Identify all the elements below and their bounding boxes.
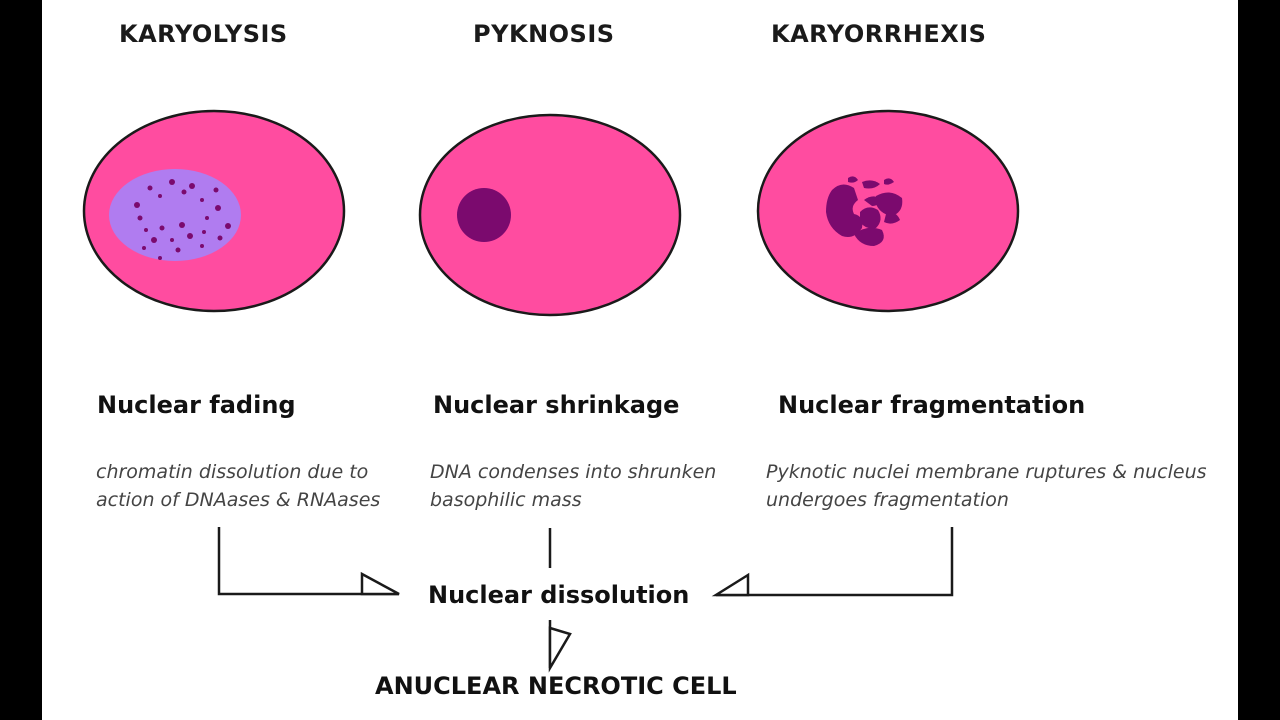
nucleus-fragment	[884, 212, 900, 224]
heading-nuclear-fragmentation: Nuclear fragmentation	[778, 391, 1086, 419]
desc-line: Pyknotic nuclei membrane ruptures & nucl…	[766, 461, 1207, 483]
nucleus-fragment	[884, 178, 894, 185]
connector-right	[716, 527, 954, 597]
fragmented-nucleus	[826, 176, 903, 246]
arrowhead-left	[360, 571, 400, 596]
chromatin-specks	[134, 179, 231, 260]
chromatin-speck	[179, 222, 185, 228]
nucleus-fragment	[876, 192, 903, 216]
nucleus-fragment	[860, 207, 881, 229]
desc-line: chromatin dissolution due to	[96, 461, 369, 483]
nucleus-fragment	[854, 227, 884, 246]
chromatin-speck	[158, 194, 162, 198]
title-karyolysis: KARYOLYSIS	[119, 20, 288, 48]
title-karyorrhexis: KARYORRHEXIS	[771, 20, 987, 48]
chromatin-speck	[215, 205, 221, 211]
chromatin-speck	[147, 185, 153, 191]
chromatin-speck	[200, 244, 204, 248]
connector-left	[217, 527, 399, 596]
chromatin-speck	[202, 230, 206, 234]
nucleus-fragment	[848, 176, 858, 183]
chromatin-speck	[159, 225, 165, 231]
desc-karyorrhexis: Pyknotic nuclei membrane ruptures & nucl…	[766, 458, 1226, 514]
title-pyknosis: PYKNOSIS	[473, 20, 615, 48]
desc-line: undergoes fragmentation	[766, 489, 1009, 511]
heading-nuclear-shrinkage: Nuclear shrinkage	[433, 391, 680, 419]
chromatin-speck	[189, 183, 195, 189]
diagram-graphics	[82, 109, 1020, 673]
chromatin-speck	[225, 223, 231, 229]
chromatin-speck	[144, 228, 148, 232]
arrowhead-right	[711, 572, 750, 597]
arrowhead-down	[548, 626, 572, 673]
cell-karyolysis	[82, 109, 346, 313]
desc-pyknosis: DNA condenses into shrunken basophilic m…	[430, 458, 760, 514]
chromatin-speck	[181, 189, 187, 195]
diagram-canvas: KARYOLYSIS PYKNOSIS KARYORRHEXIS	[42, 0, 1238, 720]
desc-karyolysis: chromatin dissolution due to action of D…	[96, 458, 426, 514]
chromatin-speck	[134, 202, 140, 208]
chromatin-speck	[151, 237, 157, 243]
desc-line: basophilic mass	[430, 489, 582, 511]
chromatin-speck	[205, 216, 209, 220]
shrunken-nucleus	[457, 188, 511, 242]
desc-line: action of DNAases & RNAases	[96, 489, 381, 511]
chromatin-speck	[213, 187, 219, 193]
faded-nucleus	[109, 169, 241, 261]
chromatin-speck	[175, 247, 181, 253]
nucleus-fragment	[826, 184, 863, 237]
chromatin-speck	[187, 233, 193, 239]
heading-nuclear-fading: Nuclear fading	[97, 391, 296, 419]
label-nuclear-dissolution: Nuclear dissolution	[428, 581, 690, 609]
chromatin-speck	[137, 215, 143, 221]
cell-body	[418, 113, 682, 317]
cell-pyknosis	[418, 113, 682, 317]
chromatin-speck	[169, 179, 175, 185]
chromatin-speck	[170, 238, 174, 242]
chromatin-speck	[217, 235, 223, 241]
nucleus-fragment	[862, 180, 880, 189]
chromatin-speck	[200, 198, 204, 202]
desc-line: DNA condenses into shrunken	[430, 461, 717, 483]
chromatin-speck	[158, 256, 162, 260]
chromatin-speck	[142, 246, 146, 250]
cell-karyorrhexis	[756, 109, 1020, 313]
label-anuclear-necrotic-cell: ANUCLEAR NECROTIC CELL	[375, 672, 737, 700]
flow-connectors	[217, 527, 954, 673]
